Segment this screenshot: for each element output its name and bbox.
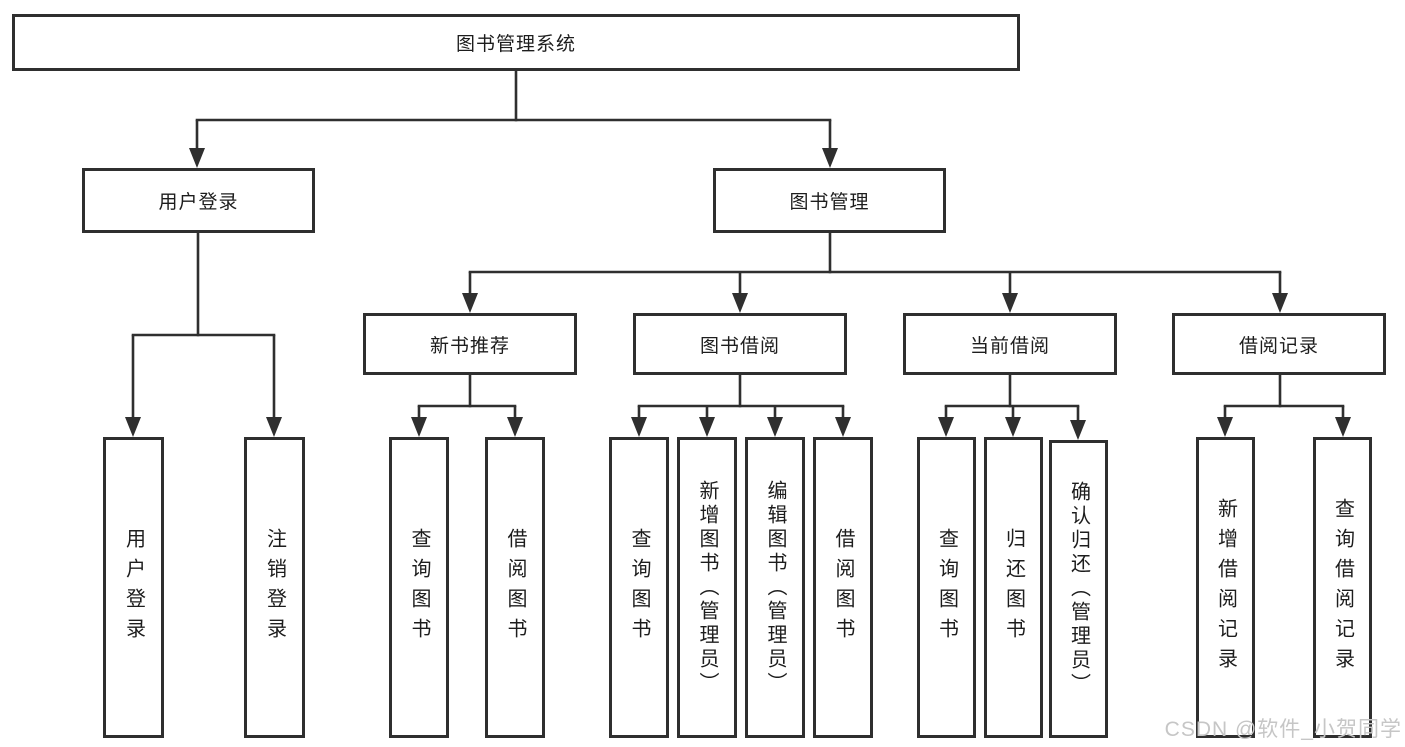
node-book-borrow: 图书借阅 — [633, 313, 847, 375]
node-logout: 注销登录 — [244, 437, 305, 738]
node-query-books-recommend-label: 查询图书 — [408, 527, 430, 648]
node-borrow-records-label: 借阅记录 — [1238, 335, 1319, 357]
node-confirm-return-admin-label: 确认归还（管理员） — [1067, 481, 1090, 697]
node-borrow-books-recommend-label: 借阅图书 — [504, 527, 526, 648]
node-add-books-admin: 新增图书（管理员） — [677, 437, 737, 738]
node-add-books-admin-label: 新增图书（管理员） — [696, 479, 718, 696]
node-add-borrow-record: 新增借阅记录 — [1196, 437, 1255, 738]
node-logout-label: 注销登录 — [263, 527, 286, 648]
node-new-book-recommend: 新书推荐 — [363, 313, 577, 375]
node-book-borrow-label: 图书借阅 — [699, 335, 780, 357]
node-add-borrow-record-label: 新增借阅记录 — [1214, 497, 1237, 678]
node-query-books-current: 查询图书 — [917, 437, 976, 738]
node-return-books-label: 归还图书 — [1002, 527, 1025, 648]
node-borrow-books-recommend: 借阅图书 — [485, 437, 545, 738]
csdn-watermark: CSDN @软件_小贺同学 — [1164, 718, 1402, 741]
node-user-login-branch-label: 用户登录 — [158, 192, 239, 213]
node-book-management-label: 图书管理 — [789, 192, 870, 213]
node-confirm-return-admin: 确认归还（管理员） — [1049, 440, 1108, 738]
node-borrow-books-borrow: 借阅图书 — [813, 437, 873, 738]
node-root: 图书管理系统 — [12, 14, 1020, 71]
node-user-login-branch: 用户登录 — [82, 168, 315, 233]
node-return-books: 归还图书 — [984, 437, 1043, 738]
node-borrow-books-borrow-label: 借阅图书 — [832, 527, 854, 648]
node-query-books-borrow: 查询图书 — [609, 437, 669, 738]
node-query-borrow-record-label: 查询借阅记录 — [1331, 497, 1354, 678]
node-root-label: 图书管理系统 — [455, 34, 576, 55]
node-new-book-recommend-label: 新书推荐 — [429, 335, 510, 357]
node-user-login: 用户登录 — [103, 437, 164, 738]
node-user-login-label: 用户登录 — [122, 527, 145, 648]
node-query-books-current-label: 查询图书 — [935, 527, 958, 648]
node-book-management: 图书管理 — [713, 168, 946, 233]
node-edit-books-admin: 编辑图书（管理员） — [745, 437, 805, 738]
node-borrow-records: 借阅记录 — [1172, 313, 1386, 375]
node-query-books-borrow-label: 查询图书 — [628, 527, 650, 648]
node-query-borrow-record: 查询借阅记录 — [1313, 437, 1372, 738]
node-query-books-recommend: 查询图书 — [389, 437, 449, 738]
node-current-borrow: 当前借阅 — [903, 313, 1117, 375]
node-current-borrow-label: 当前借阅 — [969, 335, 1050, 357]
node-edit-books-admin-label: 编辑图书（管理员） — [764, 479, 786, 696]
